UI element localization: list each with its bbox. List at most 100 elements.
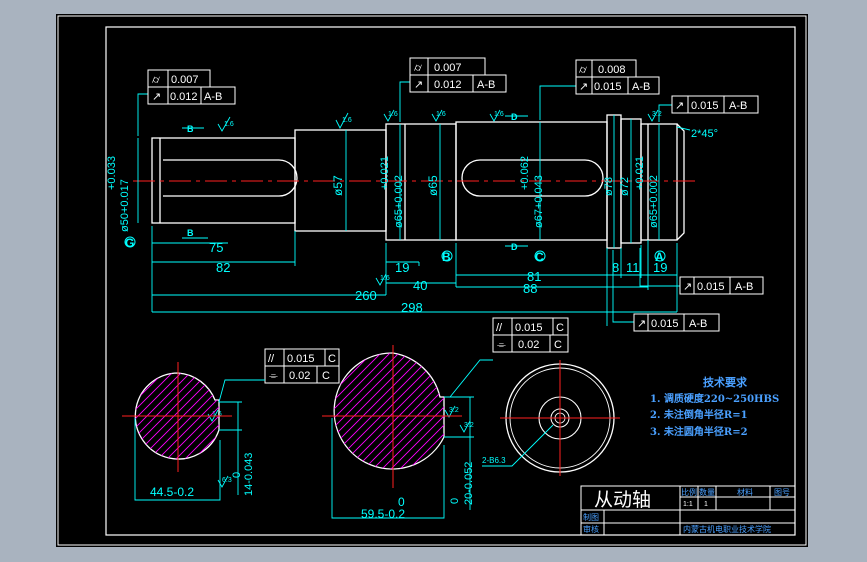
detail-label: 2-B6.3 [482, 456, 506, 465]
f2-val2: 0.012 [434, 79, 462, 91]
hatch-line [135, 373, 167, 459]
dim-65c-upper: +0.021 [634, 156, 646, 190]
f2-sym2: ↗ [414, 79, 423, 91]
end-view: 2-B6.3 [482, 360, 620, 476]
roughness-10: 3.2 [464, 422, 474, 429]
f3-val2: 0.015 [594, 81, 622, 93]
f6-sym: ↗ [637, 318, 646, 330]
outer-border [57, 15, 807, 546]
inner-border [105, 26, 796, 536]
roughness-1: 1.6 [224, 121, 234, 128]
f5-val: 0.015 [697, 281, 725, 293]
hatch-line [135, 373, 185, 459]
f5-sym: ↗ [683, 281, 692, 293]
hatch-line [142, 373, 219, 459]
hatch-line [135, 373, 194, 459]
section-mark-b-bottom: B [187, 228, 194, 238]
datum-b: B [442, 250, 451, 264]
hatch-line [334, 352, 412, 469]
section-b-b: 44.5-0.2 0 14-0.043 [122, 362, 265, 501]
s1-key: 14-0.043 [243, 453, 255, 496]
f2-ref2: A-B [477, 79, 495, 91]
f7-sym1: // [268, 353, 275, 365]
technical-requirements: 技术要求 1. 调质硬度220~250HBS 2. 未注倒角半径R=1 3. 未… [650, 375, 779, 438]
title-block [580, 485, 796, 536]
dim-65c: ø65+0.002 [648, 175, 660, 228]
dim-left-dia-upper: +0.033 [106, 156, 118, 190]
hatch-line [135, 373, 212, 459]
header-drawing-no: 图号 [774, 488, 790, 497]
notes-line-3: 3. 未注圆角半径R=2 [650, 425, 748, 438]
dim-chamfer: 2*45° [691, 128, 718, 140]
dim-81: 81 [527, 269, 541, 284]
datum-markers: G B C A B B D D [124, 112, 666, 264]
f1-val2: 0.012 [170, 91, 198, 103]
school-name: 内蒙古机电职业技术学院 [683, 524, 771, 534]
tolerance-frame-texts: ⌭ 0.007 ↗ 0.012 A-B ⌭ 0.007 ↗ 0.012 A-B … [152, 62, 753, 382]
roughness-4: 1.6 [436, 111, 446, 118]
hatch-line [187, 373, 219, 459]
keyway-left [163, 159, 298, 197]
hatch-line [334, 352, 385, 469]
dim-19a: 19 [395, 260, 409, 275]
f7-val2: 0.02 [289, 370, 310, 382]
f8-ref1: C [556, 322, 564, 334]
dim-65a-upper: +0.021 [379, 156, 391, 190]
roughness-6: 3.2 [652, 111, 662, 118]
f7-ref1: C [328, 353, 336, 365]
dim-19b: 19 [653, 260, 667, 275]
hatch-line [388, 352, 444, 469]
s1-key-zero: 0 [231, 472, 243, 478]
f4-sym: ↗ [675, 100, 684, 112]
dim-82: 82 [216, 260, 230, 275]
hatch-line [169, 373, 219, 459]
hatch-line [151, 373, 219, 459]
hatch-line [334, 352, 403, 469]
designer-label: 制图 [583, 512, 599, 522]
dim-8: 8 [612, 260, 619, 275]
datum-c: C [535, 250, 544, 264]
roughness-symbols [207, 109, 659, 488]
dim-72: ø72 [619, 177, 631, 196]
dim-57: ø57 [331, 175, 345, 196]
roughness-values: 1.6 1.6 1.6 1.6 1.6 3.2 1.6 1.6 3.2 3.2 … [212, 111, 662, 484]
roughness-7: 1.6 [380, 275, 390, 282]
f6-val: 0.015 [651, 318, 679, 330]
dim-65b: ø65 [426, 175, 440, 196]
f6-ref: A-B [689, 318, 707, 330]
roughness-8: 1.6 [212, 411, 222, 418]
hatch-line [361, 352, 444, 469]
f1-val1: 0.007 [171, 74, 199, 86]
f1-ref2: A-B [204, 91, 222, 103]
f8-val2: 0.02 [518, 339, 539, 351]
section-mark-d-bottom: D [511, 242, 518, 252]
hatch-line [334, 352, 376, 469]
dim-11: 11 [626, 260, 640, 275]
f4-val: 0.015 [691, 100, 719, 112]
f3-ref2: A-B [632, 81, 650, 93]
notes-heading: 技术要求 [703, 375, 748, 389]
hatch-line [379, 352, 444, 469]
notes-line-1: 1. 调质硬度220~250HBS [650, 392, 779, 405]
diameter-dimension-lines [137, 81, 691, 326]
dim-88: 88 [523, 281, 537, 296]
dim-75: 75 [209, 240, 223, 255]
dimension-texts: +0.033 ø50+0.017 ø57 +0.021 ø65+0.002 ø6… [106, 128, 718, 315]
f2-sym1: ⌭ [414, 62, 422, 74]
f2-val1: 0.007 [434, 62, 462, 74]
hatch-line [343, 352, 444, 469]
f8-ref2: C [554, 339, 562, 351]
f5-ref: A-B [735, 281, 753, 293]
section-mark-b-top: B [187, 124, 194, 134]
hatch-line [135, 373, 176, 459]
f3-sym1: ⌭ [579, 64, 587, 76]
f4-ref: A-B [729, 100, 747, 112]
f3-val1: 0.008 [598, 64, 626, 76]
f8-val1: 0.015 [515, 322, 543, 334]
header-ratio: 比例 [681, 487, 697, 497]
dim-67: ø67+0.043 [533, 175, 545, 228]
section-mark-d-top: D [511, 112, 518, 122]
s2-width: 59.5-0.2 [361, 507, 405, 521]
keyway-right [461, 159, 604, 197]
